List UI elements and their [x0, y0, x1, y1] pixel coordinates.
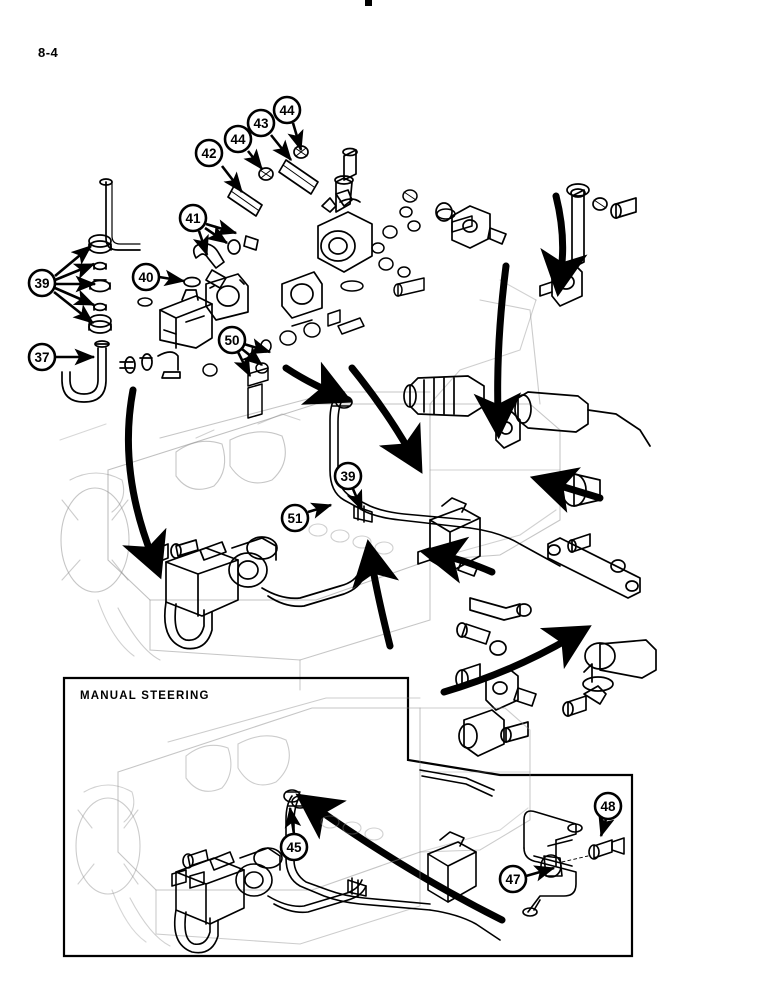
callout-44b: 44 — [279, 103, 295, 118]
bracket-lower-right — [547, 533, 641, 599]
capscrew-48 — [588, 837, 625, 860]
page-number: 8-4 — [38, 45, 59, 60]
hydraulic-components-inset-view — [171, 769, 625, 954]
arrow-right-block-down — [473, 262, 522, 440]
callout-circles — [27, 95, 623, 894]
callout-37: 37 — [34, 350, 49, 365]
arrow-valve-left — [529, 467, 604, 513]
gasket-plate — [205, 273, 249, 321]
callout-42: 42 — [201, 146, 216, 161]
pump-body-lower — [159, 289, 213, 349]
tube-43 — [278, 159, 319, 195]
tube-42 — [227, 185, 263, 217]
inset-title: MANUAL STEERING — [80, 690, 210, 702]
pump-lower-main — [157, 536, 365, 650]
arrow-reservoir-down — [540, 192, 588, 297]
callout-48: 48 — [600, 799, 616, 814]
clamp-parts-lower — [455, 597, 657, 757]
callout-50: 50 — [224, 333, 239, 348]
arrow-cooler-line-right — [348, 364, 423, 474]
assembly-direction-arrows — [122, 192, 604, 924]
arrow-valve-body-up — [352, 539, 400, 650]
callout-39-mid: 39 — [340, 469, 355, 484]
mount-plate-right — [281, 271, 323, 319]
hose-47 — [522, 810, 589, 917]
manual-steering-inset-border — [62, 676, 634, 958]
fitting-502 — [495, 411, 521, 449]
arrow-inset-return-hose — [295, 793, 506, 924]
hydraulic-components-main-view — [61, 145, 657, 757]
callout-numbers: 42 44 43 44 41 40 39 37 50 39 51 45 47 4… — [34, 103, 616, 887]
valve-body-right-upper — [435, 202, 507, 249]
clamp-44a — [258, 167, 274, 181]
inset-control-valve — [427, 831, 477, 903]
hose-connector-right — [514, 391, 651, 447]
callout-40: 40 — [138, 270, 153, 285]
callout-47: 47 — [505, 872, 520, 887]
o-ring-40 — [183, 276, 201, 288]
callout-41: 41 — [185, 211, 201, 226]
tube-assembly-main — [327, 389, 561, 567]
reservoir-rod-right — [566, 183, 637, 269]
engine-block-main-view — [59, 279, 561, 691]
spacer-41 — [227, 239, 241, 255]
callout-39-top: 39 — [34, 276, 49, 291]
callout-leader-lines — [53, 122, 615, 882]
arrow-valve-body-right — [419, 536, 496, 584]
callout-43: 43 — [253, 116, 269, 131]
callout-51: 51 — [287, 511, 303, 526]
hose-flex-right — [403, 375, 485, 417]
engine-block-inset-view — [75, 697, 531, 947]
inset-pump-lower — [173, 847, 367, 954]
arrow-upper-hose-to-block — [282, 361, 353, 405]
pump-assembly-upper — [317, 147, 373, 273]
page-header-cutoff-mark — [365, 0, 372, 6]
callout-45: 45 — [286, 840, 302, 855]
elbow-fitting-41 — [192, 242, 227, 289]
arrow-return-line-long — [440, 625, 592, 696]
callout-markers: 42 44 43 44 41 40 39 37 50 39 51 45 47 4… — [27, 95, 623, 894]
elbow-fitting-upper — [321, 189, 353, 213]
arrow-pump-inlet-hose — [122, 386, 167, 580]
callout-44a: 44 — [230, 132, 246, 147]
inset-manifold-fitting — [171, 869, 205, 889]
